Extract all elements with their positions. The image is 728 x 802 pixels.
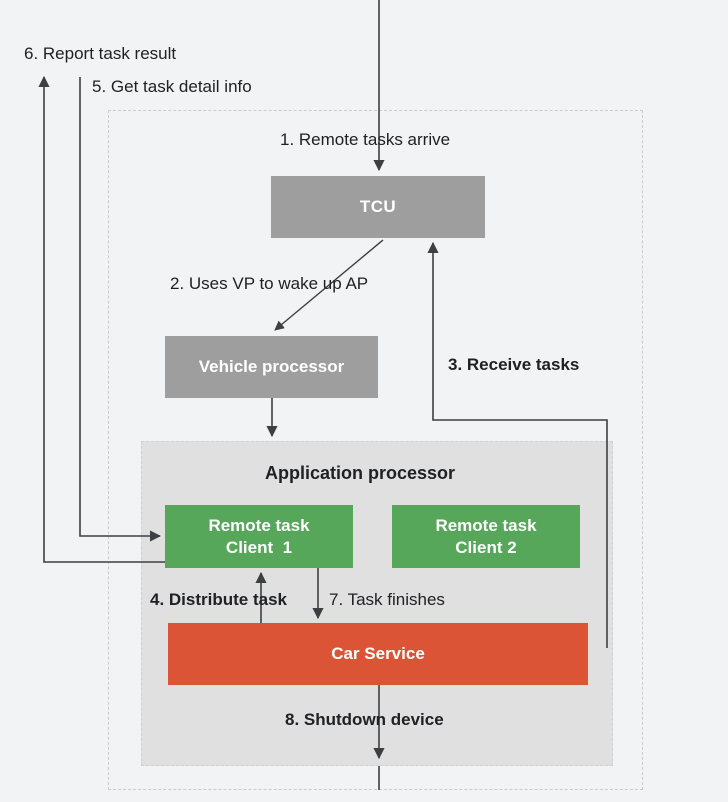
arrow-step-6 [38, 75, 165, 563]
application-processor-title: Application processor [265, 463, 456, 483]
step-label-4: 4. Distribute task [150, 590, 287, 609]
step-label-8: 8. Shutdown device [285, 710, 444, 729]
node-remote-task-client-2[interactable]: Remote task Client 2 [392, 505, 580, 568]
arrow-step-5 [79, 77, 162, 542]
node-remote-task-client-1[interactable]: Remote task Client 1 [165, 505, 353, 568]
arrow-step-2 [274, 239, 384, 331]
device-boundary-region [108, 110, 643, 790]
step-label-7: 7. Task finishes [329, 590, 445, 609]
application-processor-region [141, 441, 613, 766]
step-label-2: 2. Uses VP to wake up AP [170, 274, 369, 293]
node-car-service[interactable]: Car Service [168, 623, 588, 685]
node-vehicle-processor[interactable]: Vehicle processor [165, 336, 378, 398]
step-label-5: 5. Get task detail info [92, 77, 252, 96]
step-label-3: 3. Receive tasks [448, 355, 580, 374]
step-label-6: 6. Report task result [24, 44, 177, 63]
step-label-1: 1. Remote tasks arrive [280, 130, 451, 149]
node-tcu[interactable]: TCU [271, 176, 485, 238]
arrow-step-3 [427, 241, 608, 648]
